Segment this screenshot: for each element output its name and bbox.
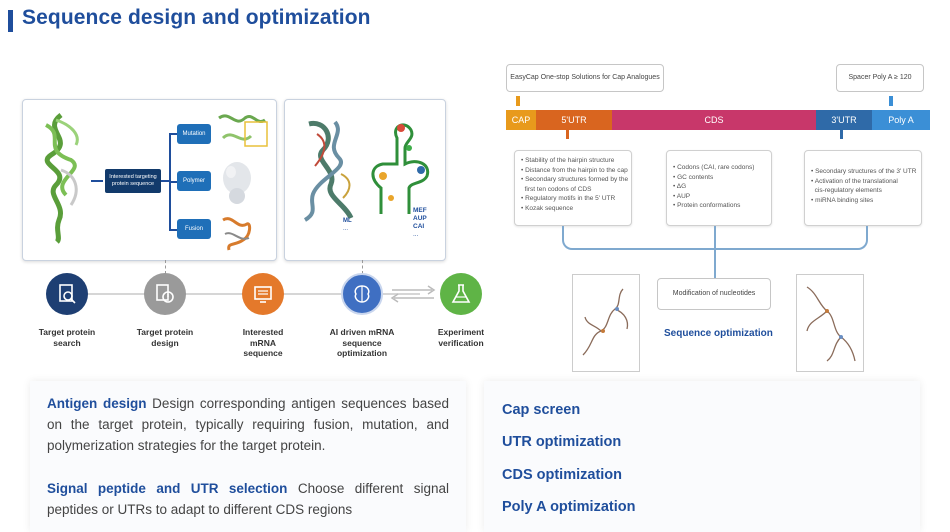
design-document-icon (156, 284, 174, 303)
polya-optimization-item: Poly A optimization (502, 499, 636, 515)
search-document-icon (59, 284, 76, 304)
spacer-polya-box: Spacer Poly A ≥ 120 (836, 64, 924, 92)
easycap-box: EasyCap One-stop Solutions for Cap Analo… (506, 64, 664, 92)
mutation-protein-image (218, 114, 268, 147)
right-optimization-box: Cap screen UTR optimization CDS optimiza… (484, 381, 920, 532)
segment-polya: Poly A (872, 110, 930, 130)
branch-connector (169, 133, 177, 135)
dashed-connector (165, 260, 166, 274)
cds-optimization-item: CDS optimization (502, 467, 623, 483)
ml-label: ML (343, 218, 352, 224)
utr5-factor: • Stability of the hairpin structure (521, 157, 615, 164)
step-mrna-sequence-circle (242, 273, 284, 315)
cds-factor: • ΔG (673, 183, 687, 190)
rna-fold-right-image (806, 286, 856, 362)
utr3-factor: • Secondary structures of the 3' UTR (811, 168, 917, 175)
antigen-design-heading: Antigen design (47, 396, 147, 411)
branch-connector (169, 229, 177, 231)
left-description-box: Antigen design Design corresponding anti… (30, 381, 466, 532)
rna-structure-image-right (796, 274, 864, 372)
bracket-connector (714, 226, 716, 248)
step-ai-optimization-circle (341, 273, 383, 315)
utr5-factor: • Kozak sequence (521, 204, 574, 212)
cds-factor: • Protein conformations (673, 202, 741, 209)
step-protein-design-circle (144, 273, 186, 315)
bracket-connector (714, 248, 716, 278)
segment-cds: CDS (612, 110, 816, 130)
signal-peptide-text: Choose different signal peptides or UTRs… (47, 481, 449, 517)
utr3-factor: • Activation of the translational (811, 177, 898, 185)
rna-fold-left-image (582, 288, 629, 356)
utr3-factor: • miRNA binding sites (811, 196, 874, 204)
mutation-box: Mutation (177, 124, 211, 144)
polymer-protein-image (223, 162, 251, 204)
step-experiment-circle (440, 273, 482, 315)
cds-factor: • Codons (CAI, rare codons) (673, 164, 755, 171)
utr5-factor: • Regulatory motifs in the 5' UTR (521, 195, 616, 202)
polymer-box: Polymer (177, 171, 211, 191)
cai-label: CAI (413, 223, 425, 230)
cds-factors-box: • Codons (CAI, rare codons) • GC content… (666, 150, 772, 226)
antigen-design-text: Design corresponding antigen sequences b… (47, 396, 450, 453)
fusion-protein-image (222, 217, 252, 251)
cds-factor: • AUP (673, 192, 691, 200)
modification-box: Modification of nucleotides (657, 278, 771, 310)
utr5-factors-box: • Stability of the hairpin structure • D… (514, 150, 632, 226)
mrna-3d-structure-image (303, 120, 354, 222)
step-ai-optimization-label: AI driven mRNA sequence optimization (329, 327, 395, 359)
signal-peptide-heading: Signal peptide and UTR selection (47, 481, 288, 496)
mrna-dots-label: ... (413, 231, 419, 238)
fusion-box: Fusion (177, 219, 211, 239)
step-mrna-sequence-label: Interested mRNA sequence (242, 327, 284, 359)
title-accent-bar (8, 10, 13, 32)
utr5-factor: • Secondary structures formed by the (521, 176, 629, 183)
bidirectional-arrows (390, 284, 436, 304)
flask-icon (451, 284, 471, 303)
signal-peptide-paragraph: Signal peptide and UTR selection Choose … (47, 478, 449, 520)
sequence-optimization-label: Sequence optimization (664, 328, 773, 339)
segment-5utr: 5'UTR (536, 110, 612, 130)
arrow-line (91, 180, 103, 182)
utr5-marker (566, 130, 569, 139)
segment-3utr: 3'UTR (816, 110, 872, 130)
utr3-factor: cis-regulatory elements (814, 187, 882, 194)
mrna-structure-panel: ML ... MEF AUP CAI ... (284, 99, 446, 261)
ml-dots-label: ... (343, 226, 349, 232)
mrna-secondary-structure-image (371, 123, 430, 214)
protein-structure-image (44, 113, 79, 244)
step-protein-design-label: Target protein design (136, 327, 194, 348)
page-title: Sequence design and optimization (22, 6, 371, 29)
branch-connector (161, 180, 169, 182)
utr5-factor: first ten codons of CDS (524, 185, 592, 193)
cap-screen-item: Cap screen (502, 402, 581, 418)
rna-structure-image-left (572, 274, 640, 372)
protein-design-panel: Interested targeting protein sequence Mu… (22, 99, 277, 261)
utr5-factor: • Distance from the hairpin to the cap (521, 166, 628, 174)
step-target-search-circle (46, 273, 88, 315)
polya-marker (889, 96, 893, 106)
mef-label: MEF (413, 207, 427, 214)
cds-factor: • GC contents (673, 173, 714, 181)
segment-cap: CAP (506, 110, 536, 130)
antigen-design-paragraph: Antigen design Design corresponding anti… (47, 393, 449, 456)
aup-label: AUP (413, 215, 427, 222)
swap-arrows-icon (390, 285, 436, 303)
step-experiment-label: Experiment verification (437, 327, 485, 348)
utr3-marker (840, 130, 843, 139)
utr3-factors-box: • Secondary structures of the 3' UTR • A… (804, 150, 922, 226)
dashed-connector (362, 260, 363, 274)
step-target-search-label: Target protein search (38, 327, 96, 348)
targeting-sequence-box: Interested targeting protein sequence (105, 169, 161, 193)
sequence-screen-icon (254, 286, 272, 303)
utr-optimization-item: UTR optimization (502, 434, 622, 450)
cap-marker (516, 96, 520, 106)
branch-connector (169, 181, 177, 183)
ai-brain-icon (354, 285, 370, 303)
